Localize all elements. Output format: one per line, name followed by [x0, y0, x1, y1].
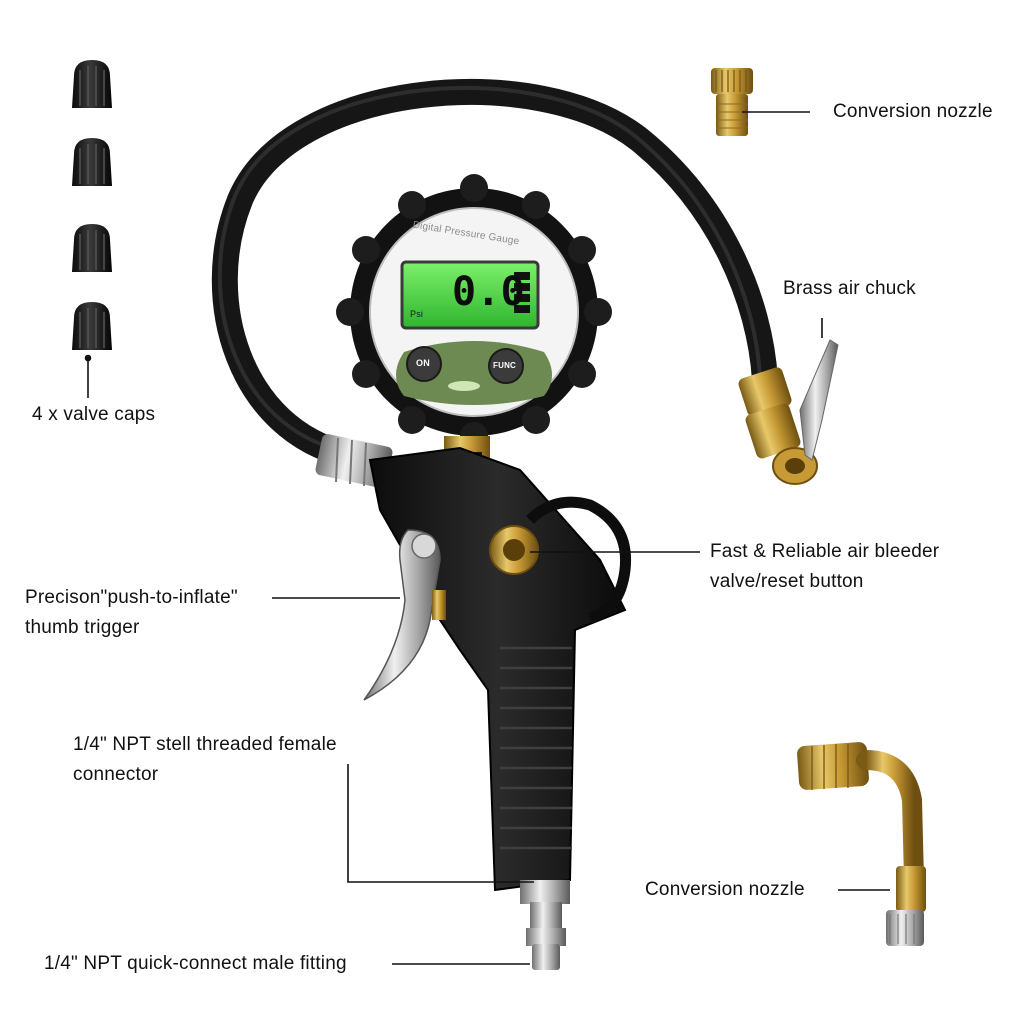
callout-conversion-nozzle-top: Conversion nozzle	[833, 101, 993, 122]
callout-male-fitting: 1/4" NPT quick-connect male fitting	[44, 953, 347, 974]
callout-brass-air-chuck: Brass air chuck	[783, 278, 916, 299]
conversion-nozzle-bottom-image	[797, 742, 926, 946]
callout-trigger-line1: Precison"push-to-inflate"	[25, 587, 238, 608]
callout-bleeder-line2: valve/reset button	[710, 571, 864, 592]
inflator-gun-body	[368, 446, 632, 892]
valve-cap-1	[72, 60, 112, 108]
brass-air-chuck-image	[738, 339, 839, 485]
lcd-display	[400, 260, 540, 330]
conversion-nozzle-top-image	[711, 68, 753, 136]
gauge-unit: Psi	[410, 309, 424, 319]
air-hose	[211, 79, 778, 468]
gauge-on-button: ON	[416, 358, 430, 368]
male-fitting-image	[520, 880, 570, 970]
gauge-reading: 0.0	[452, 269, 525, 315]
callout-female-connector-line1: 1/4" NPT stell threaded female	[73, 734, 337, 755]
thumb-trigger-image	[363, 529, 446, 701]
valve-caps	[72, 60, 112, 350]
callout-valve-caps: 4 x valve caps	[32, 404, 156, 425]
valve-cap-4	[72, 302, 112, 350]
gauge-button-area	[396, 341, 552, 405]
callout-female-connector-line2: connector	[73, 764, 159, 785]
callout-bleeder-line1: Fast & Reliable air bleeder	[710, 541, 940, 562]
callout-trigger-line2: thumb trigger	[25, 617, 140, 638]
callout-leader-lines	[84, 111, 890, 965]
gauge-func-button: FUNC	[493, 361, 517, 370]
valve-cap-2	[72, 138, 112, 186]
valve-cap-3	[72, 224, 112, 272]
callout-conversion-nozzle-bottom: Conversion nozzle	[645, 879, 805, 900]
